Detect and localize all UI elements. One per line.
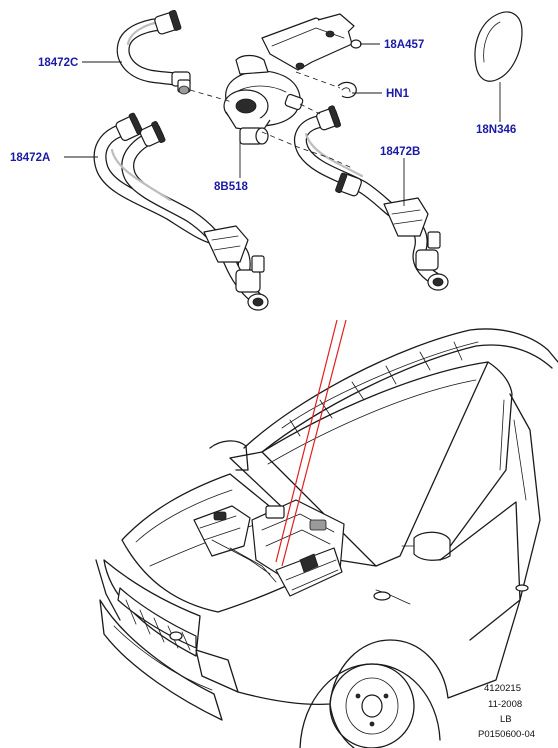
engine-bay (193, 499, 345, 597)
callout-18472a: 18472A (10, 152, 50, 164)
locator-pointer (275, 319, 347, 567)
pump-8b518 (223, 54, 304, 145)
reference-block: 4120215 11-2008 LB P0150600-04 (478, 683, 535, 740)
vehicle-illustration (95, 319, 558, 748)
hose-18472b (294, 105, 449, 291)
reference-date: 11-2008 (488, 699, 522, 710)
reference-illustration-number: P0150600-04 (478, 729, 535, 740)
callout-18472c: 18472C (38, 57, 78, 69)
hose-18472c (116, 9, 191, 95)
assembly-lines (189, 71, 353, 169)
bracket-18a457 (261, 13, 362, 71)
hose-18472a (93, 112, 269, 311)
leader-lines (64, 43, 501, 206)
callout-18472b: 18472B (380, 146, 420, 158)
callout-hn1: HN1 (386, 88, 410, 100)
callout-8b518: 8B518 (214, 181, 248, 193)
callout-18a457: 18A457 (384, 39, 424, 51)
callout-18n346: 18N346 (476, 124, 516, 136)
reference-code: 4120215 (484, 683, 521, 694)
clip-hn1 (337, 81, 357, 99)
insulator-18n346 (474, 11, 523, 82)
reference-variant: LB (500, 714, 512, 725)
